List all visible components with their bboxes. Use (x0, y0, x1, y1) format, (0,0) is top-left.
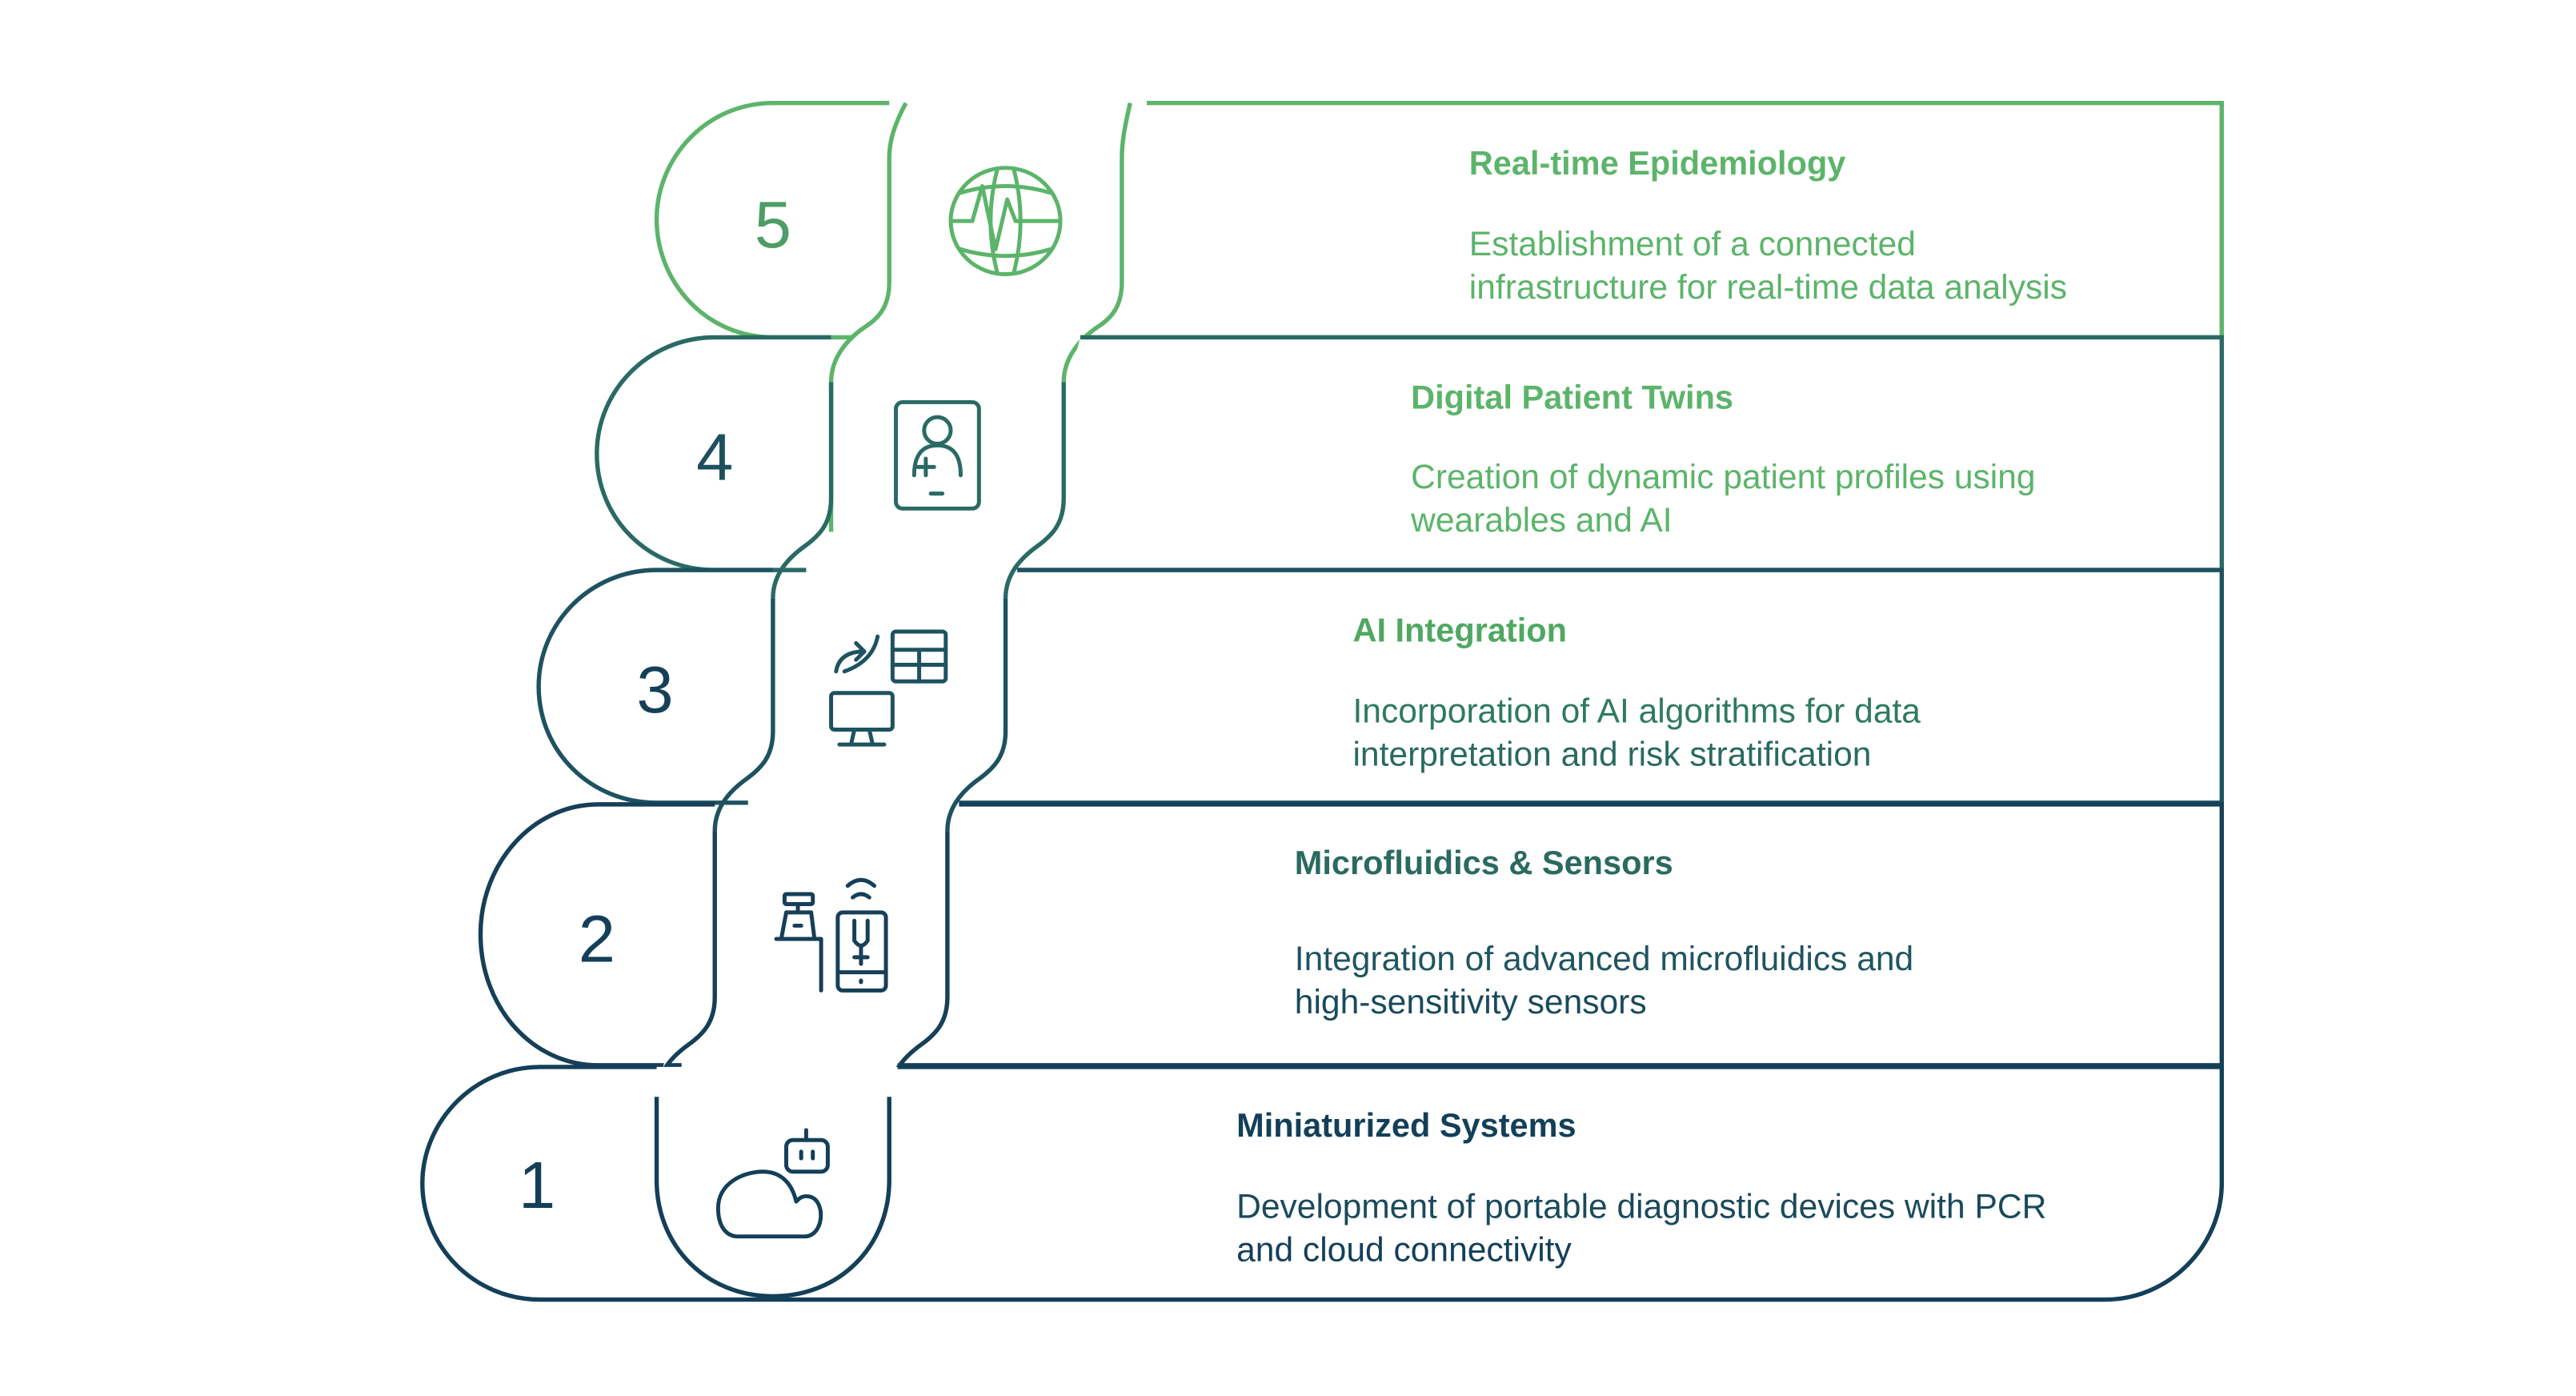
step-description-3: Incorporation of AI algorithms for data (1352, 692, 1921, 731)
step-title-4: Digital Patient Twins (1411, 379, 1733, 416)
step-number-5: 5 (755, 187, 791, 262)
step-title-5: Real-time Epidemiology (1469, 144, 1846, 182)
step-description-2-line-2: high-sensitivity sensors (1295, 983, 1647, 1021)
step-description-4-line-2: wearables and AI (1410, 501, 1672, 540)
step-description-5: Establishment of a connected (1469, 225, 1916, 263)
step-description-1-line-2: and cloud connectivity (1236, 1230, 1572, 1269)
step-number-4: 4 (696, 419, 733, 494)
step-number-3: 3 (636, 652, 673, 727)
step-title-2: Microfluidics & Sensors (1295, 844, 1673, 881)
step-number-1: 1 (519, 1148, 555, 1222)
step-1 (420, 1065, 2225, 1302)
step-title-3: AI Integration (1352, 611, 1567, 648)
computer-data-icon (829, 629, 948, 747)
sensor-device-icon (774, 877, 888, 993)
cloud-robot-icon (715, 1128, 830, 1239)
step-description-4: Creation of dynamic patient profiles usi… (1411, 458, 2035, 496)
step-number-2: 2 (579, 902, 615, 977)
step-description-5-line-2: infrastructure for real-time data analys… (1469, 268, 2067, 307)
step-description-3-line-2: interpretation and risk stratification (1352, 736, 1871, 774)
globe-pulse-icon (948, 166, 1063, 277)
patient-profile-icon (894, 399, 981, 511)
step-description-2: Integration of advanced microfluidics an… (1295, 940, 1913, 978)
step-title-1: Miniaturized Systems (1236, 1106, 1576, 1144)
step-description-1: Development of portable diagnostic devic… (1236, 1187, 2046, 1226)
